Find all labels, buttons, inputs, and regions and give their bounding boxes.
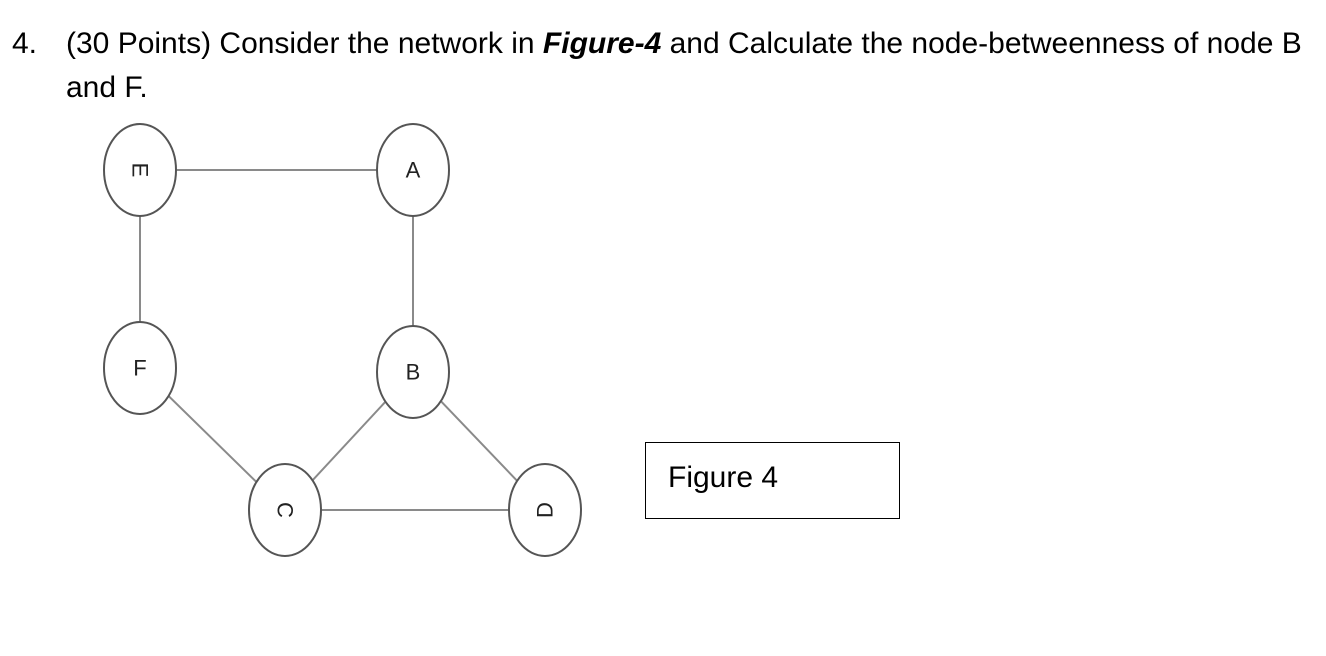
network-diagram: E A F B C D [60, 110, 620, 580]
figure-caption: Figure 4 [645, 442, 900, 519]
question-number: 4. [12, 27, 38, 60]
node-c: C [248, 463, 322, 557]
node-circle-b [376, 325, 450, 419]
node-label-d: D [533, 502, 558, 518]
node-f: F [103, 321, 177, 415]
question-suffix: and Calculate the node-betweenness of no… [66, 27, 1302, 104]
node-label-e: E [128, 163, 153, 178]
node-label-a: A [406, 158, 421, 183]
node-d: D [508, 463, 582, 557]
node-label-c: C [273, 502, 298, 518]
question-prefix: (30 Points) Consider the network in [66, 27, 543, 60]
node-circle-d [508, 463, 582, 557]
network-svg: E A F B C D [103, 123, 582, 557]
node-e: E [103, 123, 177, 217]
question-body: (30 Points) Consider the network in Figu… [66, 22, 1312, 110]
node-circle-e [103, 123, 177, 217]
node-label-f: F [133, 356, 146, 381]
node-label-b: B [406, 360, 421, 385]
node-b: B [376, 325, 450, 419]
node-circle-a [376, 123, 450, 217]
nodes-layer: E A F B C D [103, 123, 582, 557]
edges-layer [139, 169, 546, 511]
node-circle-c [248, 463, 322, 557]
question-text: 4. (30 Points) Consider the network in F… [12, 22, 1312, 110]
figure-reference: Figure-4 [542, 27, 662, 60]
node-a: A [376, 123, 450, 217]
node-circle-f [103, 321, 177, 415]
